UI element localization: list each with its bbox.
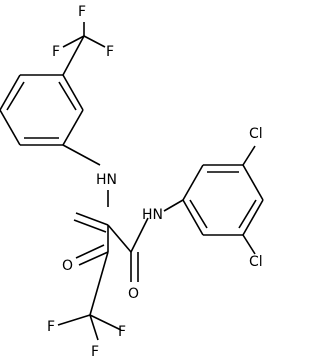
atom-acyl-f-left: F	[47, 319, 55, 335]
bond-n-c-double-1	[75, 212, 109, 226]
atom-ketone-o: O	[62, 258, 73, 274]
bond-cf3-ring	[62, 35, 85, 76]
bond-ring2-inner-2	[238, 199, 257, 229]
atom-cl-top: Cl	[249, 126, 263, 142]
bond-n-c-double-2	[73, 219, 107, 233]
bond-ring2-inner-3	[189, 199, 208, 229]
atom-hydrazone-nh: HN	[96, 172, 117, 188]
bond-ketone-co-1	[78, 251, 109, 266]
bond-ring-cl-top	[242, 145, 256, 166]
bond-ring-cl-bottom	[242, 234, 256, 255]
bond-acyl-f-right	[89, 314, 122, 331]
atom-f-top: F	[78, 4, 86, 20]
atom-acyl-f-center: F	[91, 344, 99, 360]
bond-ring1-inner-3	[58, 81, 77, 111]
bond-c-f-right	[83, 35, 106, 48]
bond-ring1-f	[62, 74, 84, 111]
bond-ring1-inner-1	[6, 81, 25, 111]
bond-acyl-f-left	[57, 314, 91, 326]
bond-ring2-f	[182, 199, 204, 236]
bond-ketone-cf3	[89, 251, 109, 316]
atom-cl-bottom: Cl	[249, 254, 263, 270]
bond-ring1-e	[62, 109, 84, 146]
bond-nh-ring	[163, 199, 184, 212]
bonds	[0, 22, 264, 341]
bond-c-f-left	[62, 35, 85, 48]
bond-c-amide-c	[107, 224, 132, 253]
bond-acyl-f-center	[89, 314, 99, 341]
bond-ring2-c	[242, 164, 264, 201]
atom-labels: F F F HN HN O O F F F Cl Cl	[47, 4, 263, 360]
bond-ring-nh	[62, 144, 101, 166]
bond-ring1-c	[0, 109, 21, 146]
bond-ketone-co-2	[75, 244, 105, 259]
atom-amide-nh: HN	[142, 207, 163, 223]
atom-amide-o: O	[128, 286, 139, 302]
bond-ring1-b	[0, 74, 21, 111]
bond-ring2-a	[182, 164, 204, 201]
atom-f-left: F	[52, 44, 60, 60]
bond-ring2-d	[242, 199, 264, 236]
atom-f-right: F	[106, 44, 114, 60]
chemical-structure-diagram: F F F HN HN O O F F F Cl Cl	[0, 4, 264, 360]
atom-acyl-f-right: F	[118, 324, 126, 340]
bond-amide-c-nh	[130, 217, 149, 253]
